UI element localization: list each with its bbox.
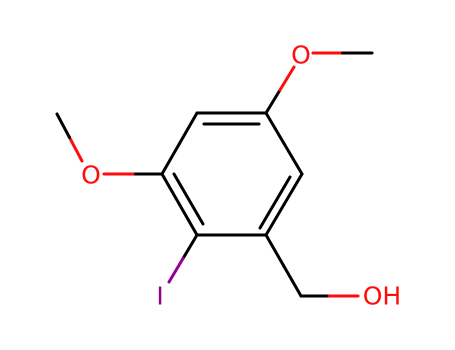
ring-to-iodine-bond xyxy=(167,257,185,284)
ring-bond xyxy=(282,172,304,206)
atom-labels: O O I OH xyxy=(81,41,401,311)
hydroxyl-label: OH xyxy=(363,282,401,311)
ring-bond xyxy=(282,142,304,176)
ring-to-ch2-bond xyxy=(282,264,303,298)
iodine-label: I xyxy=(156,282,163,311)
oxygen-to-methyl-bond xyxy=(55,112,71,139)
ring-to-oxygen-bond xyxy=(278,65,296,92)
bonds xyxy=(55,51,374,298)
ring-bond xyxy=(178,111,199,145)
ring-to-oxygen-bond xyxy=(264,88,282,115)
ring-bond xyxy=(264,203,286,237)
ring-bond xyxy=(264,111,286,145)
ring-bond xyxy=(178,203,199,237)
ring-inner-bond xyxy=(258,175,292,230)
methoxy-top-oxygen-label: O xyxy=(291,41,311,70)
ring-to-iodine-bond xyxy=(181,233,199,260)
ring-inner-bond xyxy=(172,172,205,226)
oxygen-to-methyl-bond xyxy=(68,136,84,163)
ring-to-ch2-bond xyxy=(264,233,285,267)
ring-bond xyxy=(160,172,181,206)
methoxy-left-oxygen-label: O xyxy=(81,161,101,190)
ring-bond xyxy=(160,142,181,176)
